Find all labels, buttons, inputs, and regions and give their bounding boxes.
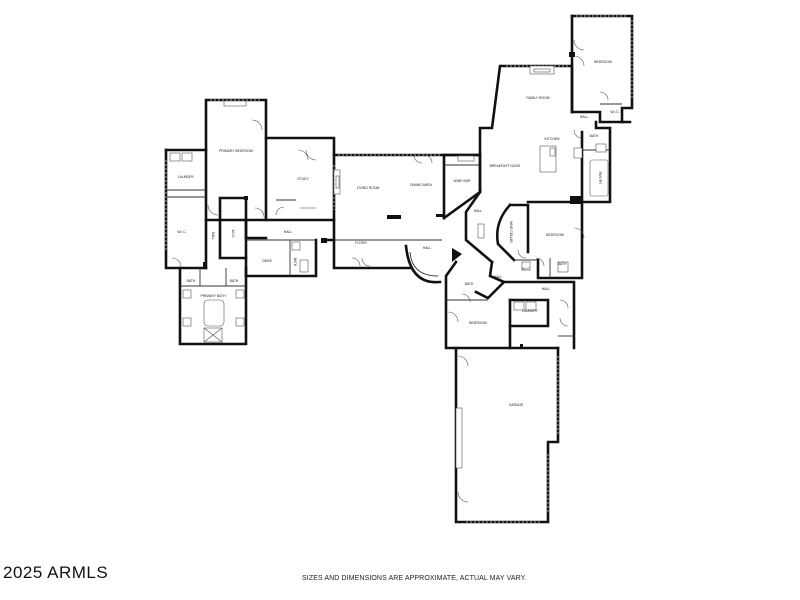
room-label-wine-cellar: WINE CELLAR	[509, 221, 513, 243]
room-label-wic-right: W.I.C.	[521, 267, 530, 271]
room-label-bath-small: BATH	[230, 279, 239, 283]
room-label-hall-lower: HALL	[494, 275, 503, 279]
room-label-bath-left: BATH	[187, 279, 196, 283]
room-label-bedroom-lower: BEDROOM	[469, 321, 487, 325]
room-label-study: STUDY	[297, 177, 309, 181]
room-label-primary-bedroom: PRIMARY BEDROOM	[219, 149, 253, 153]
room-label-wic-left: W.I.C.	[177, 230, 186, 234]
room-label-pantry: PANTRY	[598, 172, 602, 186]
room-label-dining-area: DINING AREA	[410, 183, 433, 187]
south-wing-walls	[444, 260, 576, 524]
room-label-wine-bar: WINE BAR	[454, 179, 471, 183]
size-disclaimer: SIZES AND DIMENSIONS ARE APPROXIMATE, AC…	[302, 575, 527, 582]
room-label-bath-top-right: BATH	[590, 134, 599, 138]
south-wing-fixtures	[447, 293, 569, 523]
room-label-wic-center: W.I.C.	[231, 230, 235, 239]
room-label-hall-wine: HALL	[474, 209, 483, 213]
room-label-bath-mid: BATH	[293, 258, 297, 267]
room-label-family-room: FAMILY ROOM	[526, 96, 549, 100]
room-label-bedroom-right: BEDROOM	[546, 233, 564, 237]
room-label-bath-lower: BATH	[465, 282, 474, 286]
room-label-breakfast-nook: BREAKFAST NOOK	[490, 164, 522, 168]
room-label-laundry-right: LAUNDRY	[522, 309, 539, 313]
central-walls	[264, 136, 482, 284]
room-label-hall-kitchen: HALL	[580, 115, 589, 119]
east-wing-fixtures	[477, 15, 633, 273]
room-label-bedroom-top-right: BEDROOM	[594, 60, 612, 64]
room-label-garage: GARAGE	[509, 403, 524, 407]
room-label-laundry-left: LAUNDRY	[178, 175, 195, 179]
room-label-wic-top-right: W.I.C.	[610, 110, 619, 114]
armls-logo: 2025 ARMLS	[3, 563, 109, 582]
room-label-primary-bath: PRIMARY BATH	[200, 294, 226, 298]
room-label-living-room: LIVING ROOM	[357, 186, 380, 190]
room-label-foyer: FOYER	[355, 241, 367, 245]
west-wing-walls	[164, 98, 318, 346]
west-wing-fixtures	[165, 99, 265, 343]
room-label-hall-laundry: HALL	[542, 287, 551, 291]
room-label-hall-foyer: HALL	[423, 246, 432, 250]
central-fixtures	[275, 149, 475, 273]
room-labels: PRIMARY BEDROOM LAUNDRY W.I.C. HALL W.I.…	[177, 60, 619, 407]
room-label-kitchen: KITCHEN	[545, 137, 560, 141]
room-label-den: DENS	[262, 259, 272, 263]
room-label-hall-left: HALL	[211, 232, 215, 240]
room-label-hall-mid: HALL	[284, 230, 293, 234]
room-label-bath-right: BATH	[558, 262, 567, 266]
east-wing-walls	[464, 14, 634, 280]
